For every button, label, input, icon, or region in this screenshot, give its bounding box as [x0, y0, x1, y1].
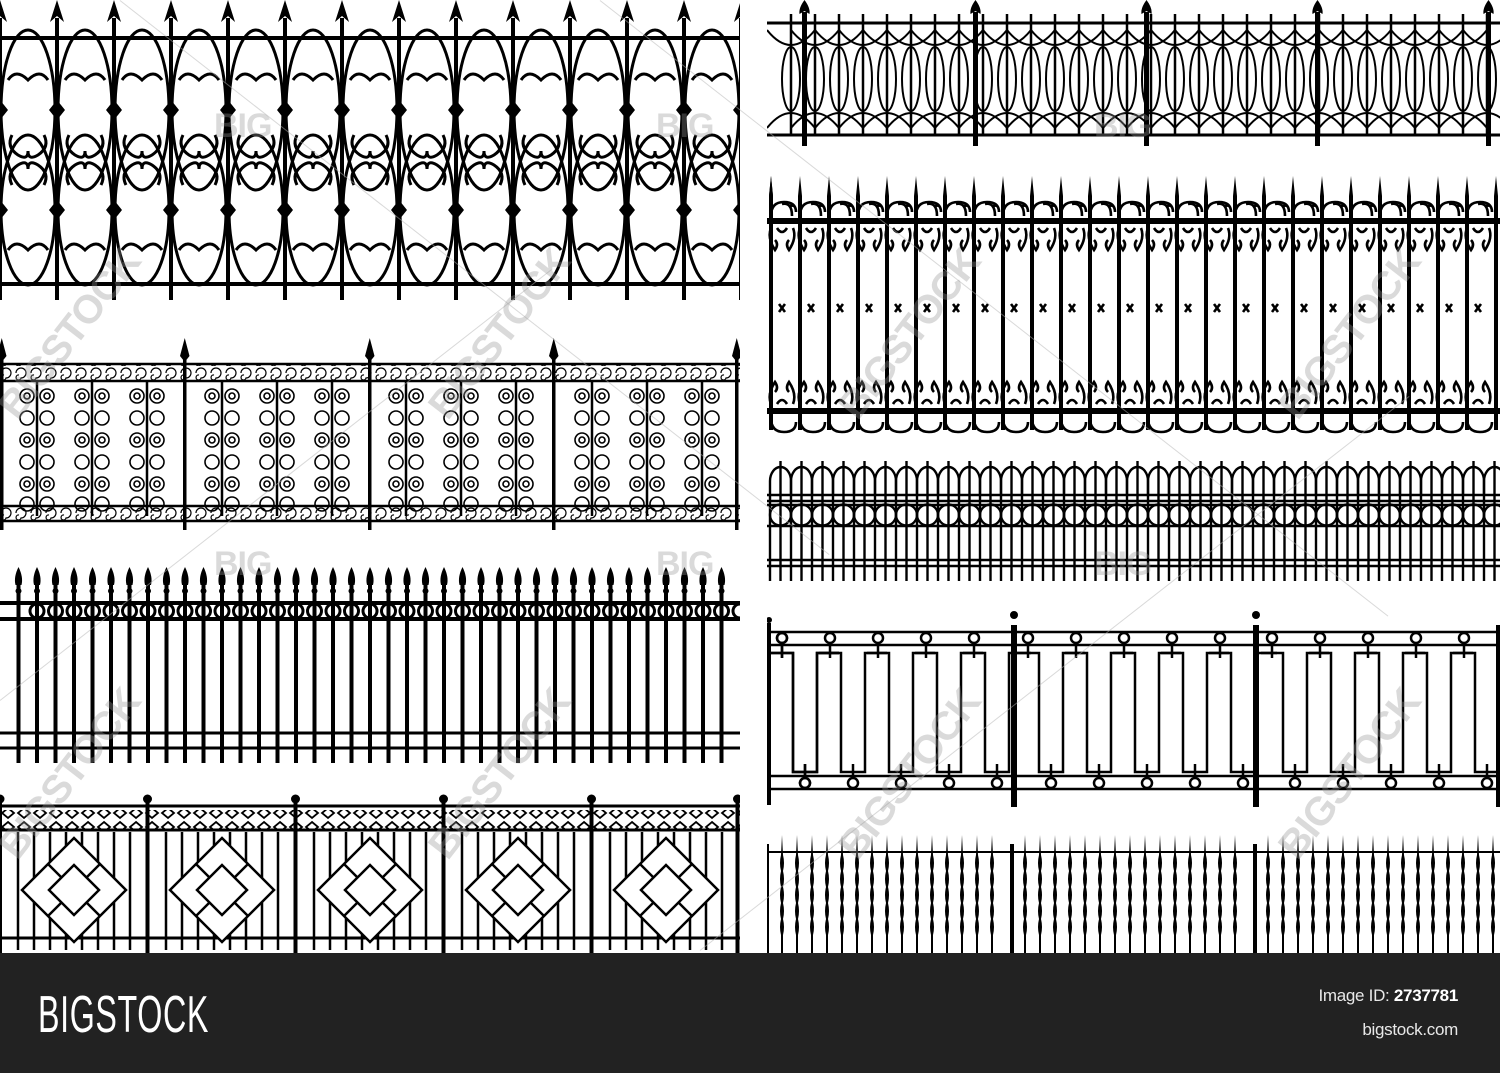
arch-ring-fence [767, 458, 1500, 583]
image-id-value: 2737781 [1393, 986, 1458, 1005]
image-id-label: Image ID: [1318, 986, 1390, 1005]
site-link[interactable]: bigstock.com [1362, 1020, 1458, 1039]
stock-footer: BIGSTOCK Image ID: 2737781 bigstock.com [0, 953, 1500, 1073]
spiral-scroll-fence [0, 338, 740, 530]
scroll-spike-fence [767, 172, 1500, 437]
meander-fence [767, 607, 1500, 807]
image-id: Image ID: 2737781 [1318, 986, 1458, 1006]
diamond-panel-fence [0, 790, 740, 953]
gothic-arrow-fence [0, 0, 740, 305]
brand-logo[interactable]: BIGSTOCK [38, 986, 209, 1044]
spear-ring-fence [0, 563, 740, 763]
twisted-spike-fence [767, 832, 1500, 953]
illustration-canvas: BIG BIG BIG BIG BIG BIG BIGSTOCK BIGSTOC… [0, 0, 1500, 953]
lens-loop-fence [767, 0, 1500, 150]
